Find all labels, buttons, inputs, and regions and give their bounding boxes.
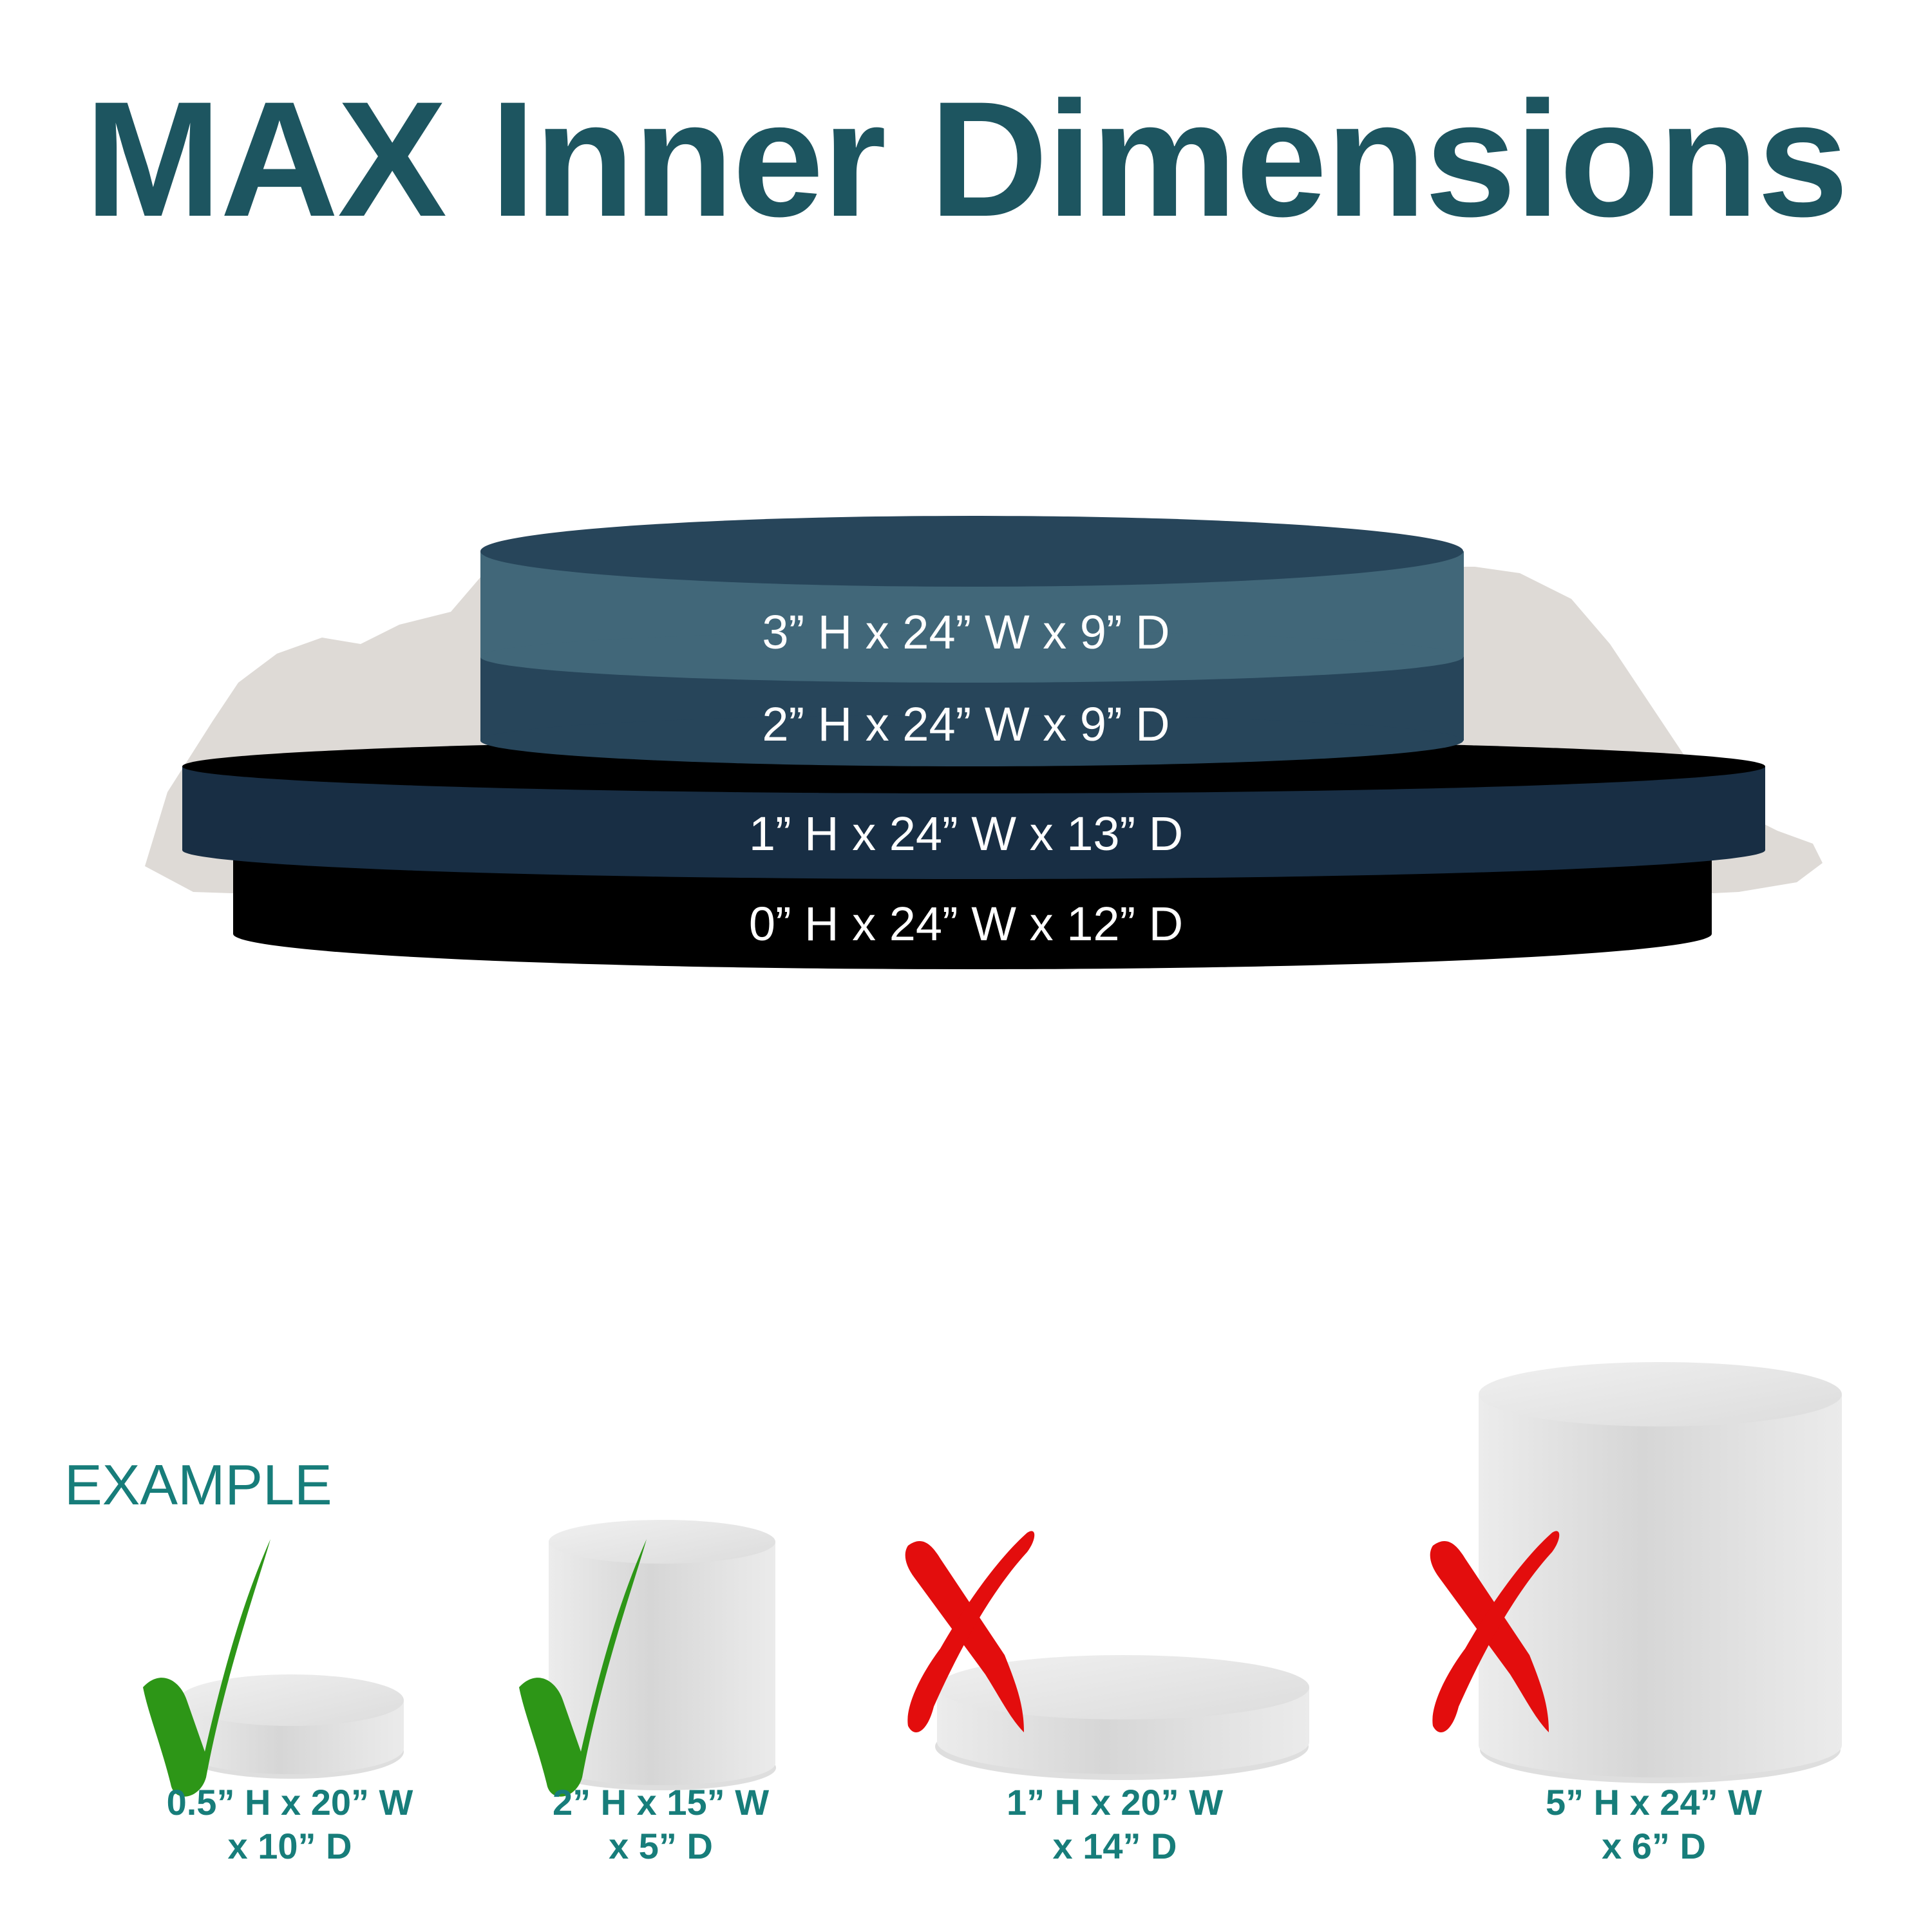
example-object-3	[935, 1655, 1309, 1780]
example-label-3-line2: x 14” D	[1052, 1826, 1177, 1867]
tier-diagram	[145, 516, 1823, 969]
example-label-1-line1: 0.5” H x 20” W	[166, 1782, 413, 1823]
example-label-4: 5” H x 24” W x 6” D	[1461, 1781, 1847, 1869]
example-label-1-line2: x 10” D	[227, 1826, 352, 1867]
x-icon	[905, 1531, 1035, 1732]
example-label-2-line2: x 5” D	[609, 1826, 713, 1867]
tier-label-0in: 0” H x 24” W x 12” D	[748, 897, 1184, 951]
tier-label-3in: 3” H x 24” W x 9” D	[762, 605, 1170, 659]
example-label-4-line2: x 6” D	[1602, 1826, 1706, 1867]
example-label-2-line1: 2” H x 15” W	[552, 1782, 770, 1823]
tier-label-1in: 1” H x 24” W x 13” D	[748, 807, 1184, 860]
page-title: MAX Inner Dimensions	[84, 68, 1848, 251]
example-label-3: 1” H x 20” W x 14” D	[922, 1781, 1308, 1869]
example-object-1	[178, 1674, 404, 1779]
example-object-2	[544, 1520, 776, 1790]
check-icon	[519, 1539, 647, 1797]
x-icon	[1430, 1531, 1560, 1732]
check-icon	[143, 1539, 270, 1797]
tier-label-2in: 2” H x 24” W x 9” D	[762, 697, 1170, 751]
example-label-1: 0.5” H x 20” W x 10” D	[97, 1781, 483, 1869]
example-label-2: 2” H x 15” W x 5” D	[468, 1781, 854, 1869]
example-label-3-line1: 1” H x 20” W	[1006, 1782, 1224, 1823]
example-heading: EXAMPLE	[64, 1453, 332, 1517]
example-label-4-line1: 5” H x 24” W	[1545, 1782, 1763, 1823]
